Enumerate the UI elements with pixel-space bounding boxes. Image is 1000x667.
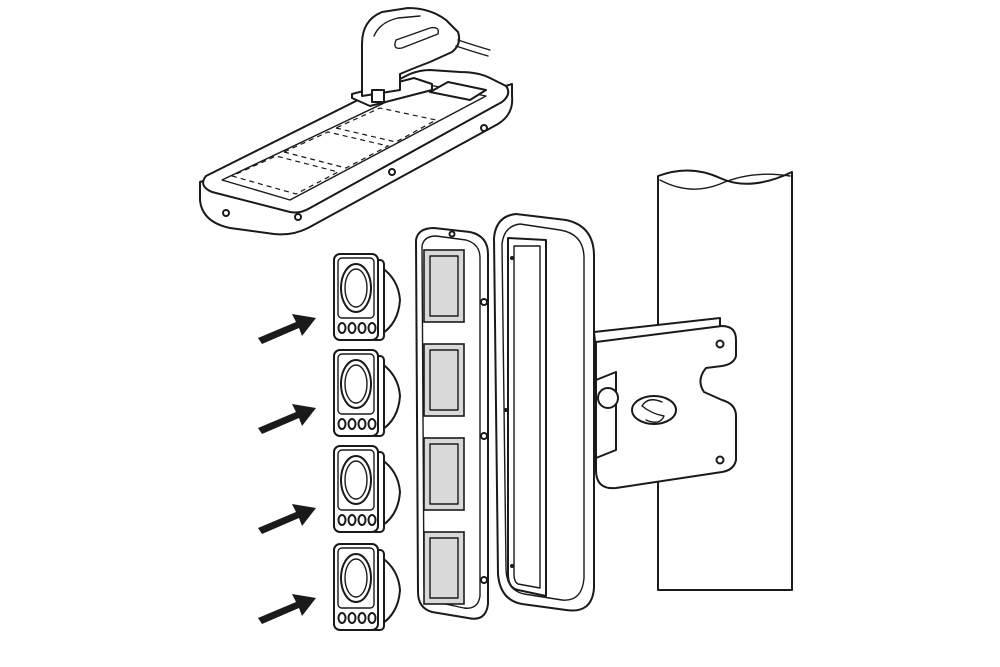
- instrument-display: [333, 543, 401, 631]
- cover-window: [423, 343, 465, 417]
- scanstrut-logo-icon: [631, 395, 677, 425]
- jigsaw-icon: [351, 7, 491, 107]
- instrument-display: [333, 445, 401, 533]
- cover-window: [423, 249, 465, 323]
- front-cover: [415, 227, 489, 620]
- cover-window: [423, 531, 465, 605]
- cutout-template: [230, 81, 487, 195]
- instrument-display: [333, 253, 401, 341]
- mast-tube: [657, 169, 793, 591]
- arrow-icon: [258, 314, 316, 344]
- arrow-icon: [258, 594, 316, 624]
- arrow-icon: [258, 404, 316, 434]
- arrow-icon: [258, 504, 316, 534]
- instrument-display: [333, 349, 401, 437]
- mounting-panel: [199, 69, 514, 236]
- pod-housing: [493, 213, 595, 612]
- cover-window: [423, 437, 465, 511]
